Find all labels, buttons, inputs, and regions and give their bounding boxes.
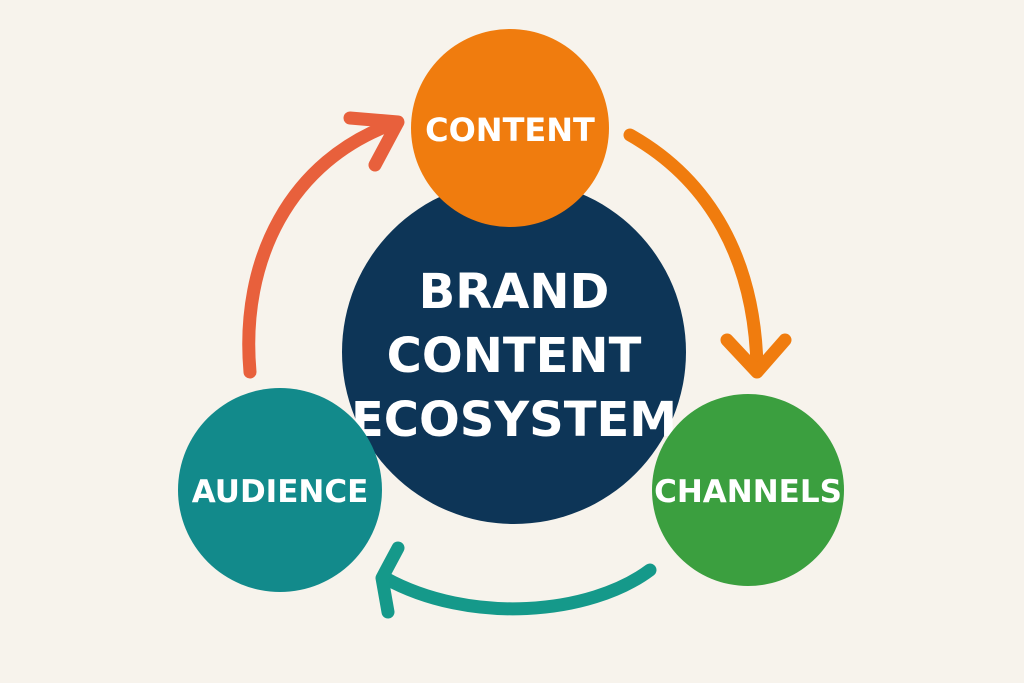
channels-label: CHANNELS [654,474,842,510]
content-label: CONTENT [425,111,595,149]
center-title-line-3: ECOSYSTEM [351,392,677,448]
arrow-audience-to-content [242,111,405,379]
audience-node [178,388,382,592]
arrow-channels-to-audience [375,541,657,619]
center-circle [342,180,686,524]
content-node [411,29,609,227]
channels-node [652,394,844,586]
arrow-content-to-channels [623,128,792,379]
center-title-line-2: CONTENT [387,328,642,384]
center-title-line-1: BRAND [419,264,610,320]
audience-label: AUDIENCE [192,474,369,510]
